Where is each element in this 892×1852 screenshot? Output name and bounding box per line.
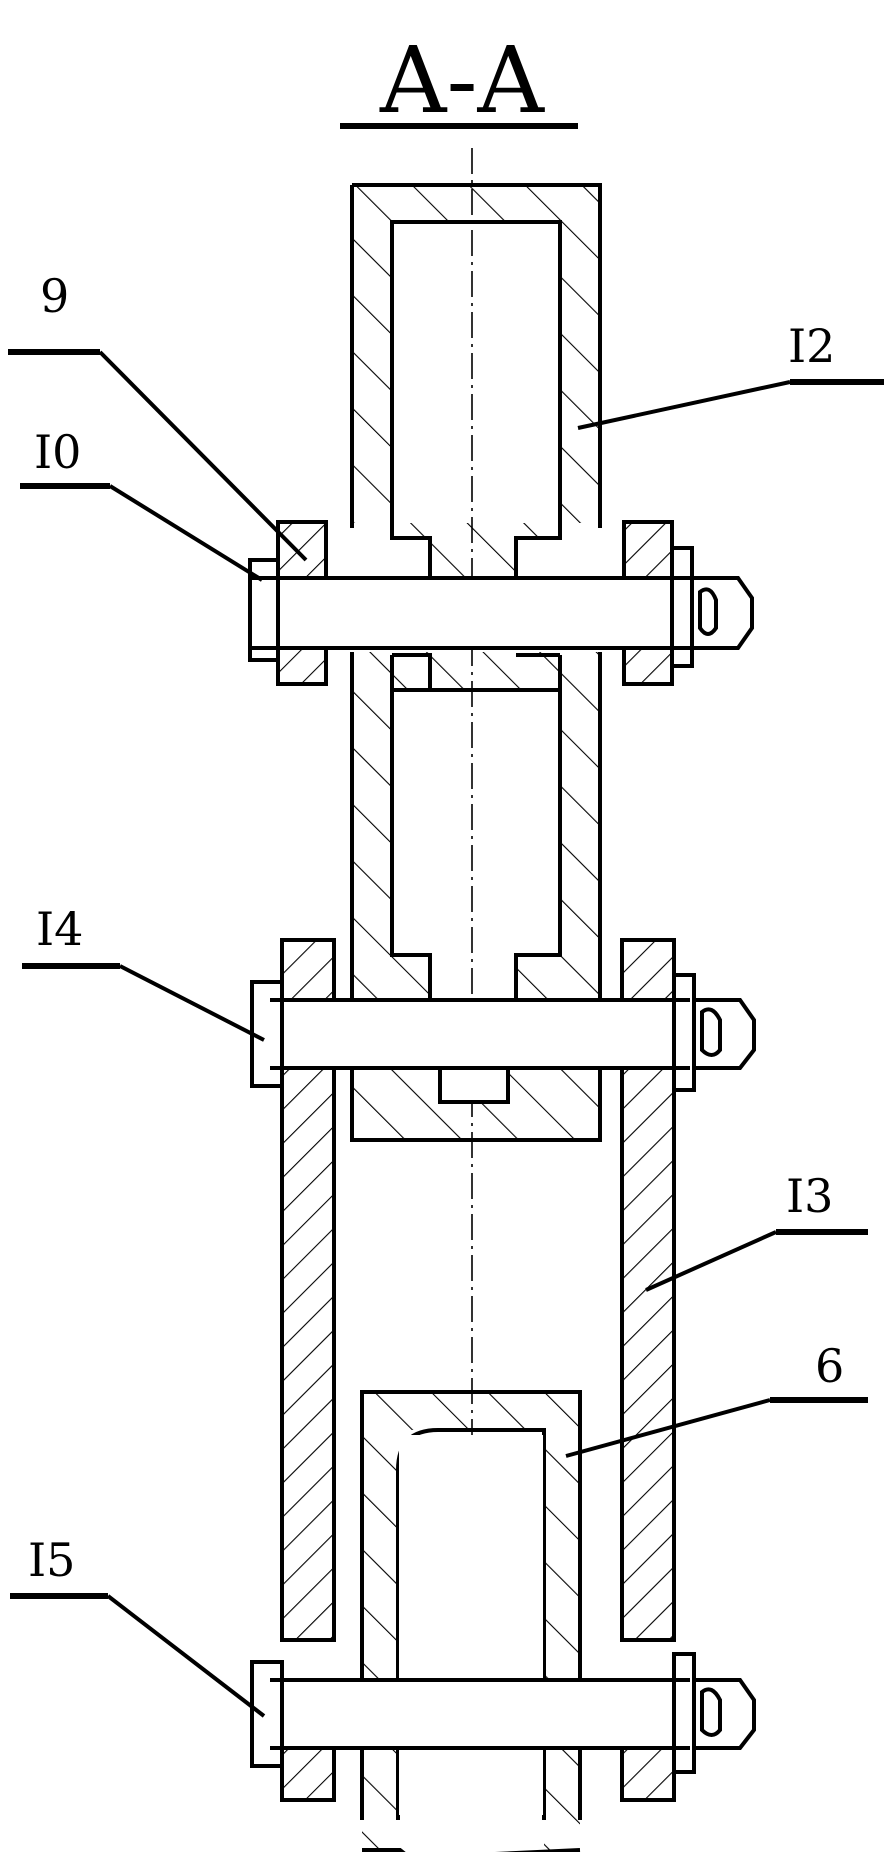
leader-15 [106, 1594, 266, 1718]
pin-middle-body [270, 1000, 690, 1068]
section-title: A-A [340, 27, 578, 134]
leader-12 [577, 380, 791, 430]
pin-lower [250, 1652, 756, 1774]
cotter-pin-upper-icon [698, 587, 718, 636]
leader-13 [645, 1230, 777, 1292]
pin-upper-head [248, 558, 280, 662]
leaders [8, 349, 884, 1718]
upper-link [350, 183, 602, 1142]
pin-middle-washer [672, 973, 696, 1092]
pin-lower-head [250, 1660, 284, 1768]
cotter-pin-middle-icon [700, 1007, 722, 1057]
pin-upper-lines [250, 576, 690, 650]
leader-6 [565, 1398, 771, 1458]
pin-lower-washer [672, 1652, 696, 1774]
upper-link-hatch-top [352, 185, 600, 580]
lower-link-break [362, 1848, 581, 1852]
pin-upper [248, 546, 754, 668]
upper-link-pocket-fill [440, 1070, 508, 1102]
lower-link-void [399, 1435, 543, 1815]
label-I5: I5 [28, 1533, 75, 1587]
upper-link-outline-bottom [350, 652, 602, 1142]
pin-middle-end [694, 998, 756, 1070]
label-6: 6 [815, 1339, 844, 1393]
label-I0: I0 [34, 425, 81, 479]
leader-14 [119, 964, 265, 1042]
leader-10 [108, 484, 264, 582]
label-I2: I2 [788, 319, 835, 373]
upper-link-slot-lower [390, 653, 562, 690]
label-I3: I3 [786, 1169, 833, 1223]
section-title-text: A-A [379, 27, 546, 134]
label-9: 9 [40, 269, 69, 323]
part-labels: 9 I0 I2 I4 I3 6 I5 [28, 269, 844, 1587]
pin-lower-end [694, 1678, 756, 1750]
pin-lower-lines [270, 1678, 690, 1750]
pin-middle [250, 973, 756, 1092]
upper-link-cavity-bottom [390, 688, 562, 1002]
pin-upper-body [250, 578, 690, 648]
lower-link-outline [360, 1390, 582, 1820]
upper-link-outline-top [350, 183, 602, 528]
pin-upper-end [692, 576, 754, 650]
pin-lower-body [270, 1680, 690, 1748]
left-plate [280, 938, 336, 1642]
pin-upper-washer [670, 546, 694, 668]
upper-link-pocket [438, 1070, 510, 1104]
lower-link-hatch [362, 1392, 580, 1852]
right-plate [620, 938, 676, 1642]
cotter-pin-lower-icon [700, 1687, 722, 1737]
label-I4: I4 [36, 902, 83, 956]
lower-link [360, 1390, 582, 1852]
leader-9 [98, 350, 308, 562]
pin-middle-lines [270, 998, 690, 1070]
